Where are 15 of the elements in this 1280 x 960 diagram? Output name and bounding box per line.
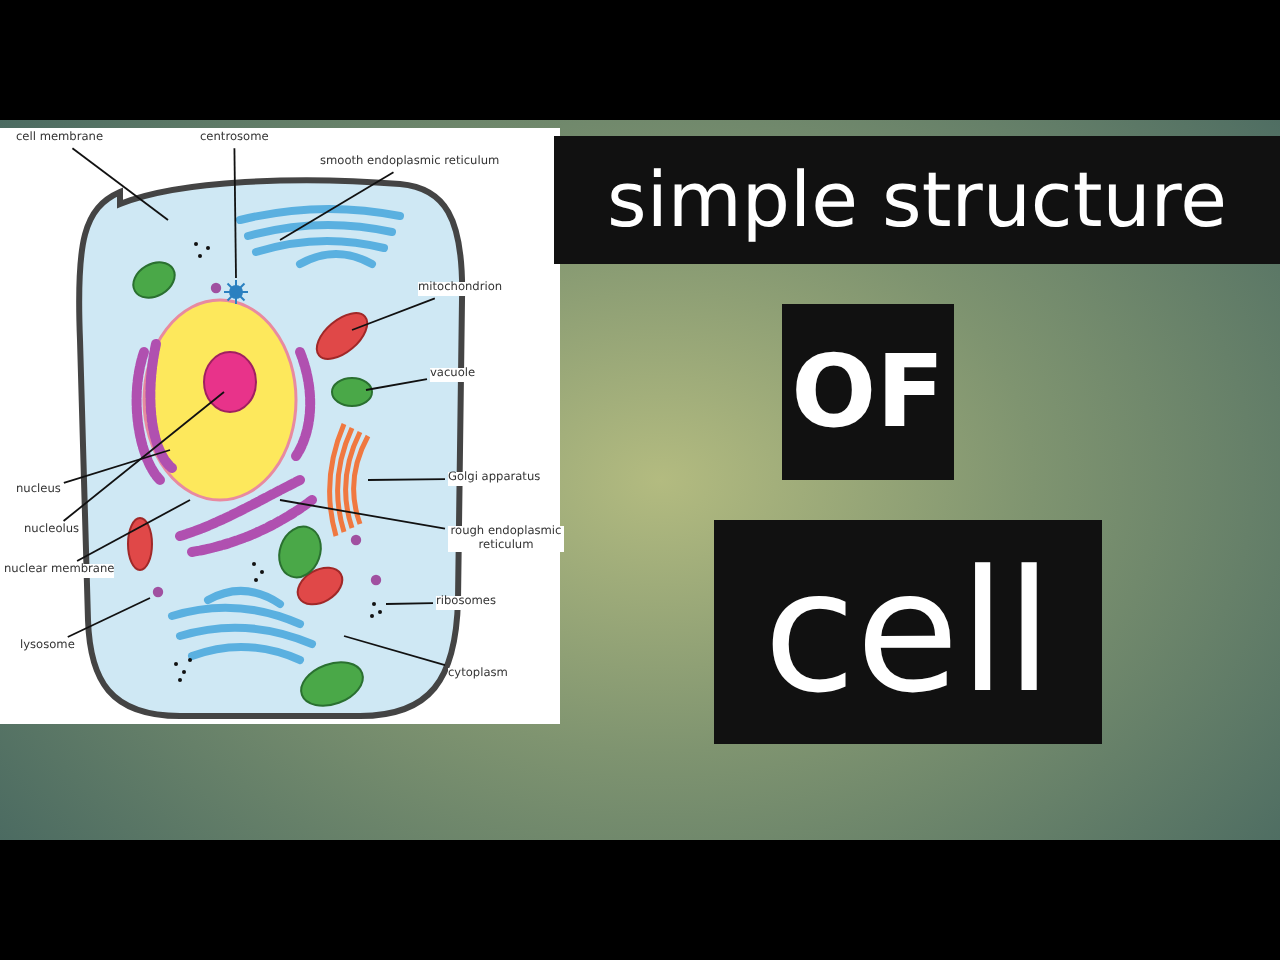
leader-line xyxy=(62,391,225,522)
title-text-box: simple structure xyxy=(554,136,1280,264)
leader-line xyxy=(279,499,446,530)
leader-line xyxy=(351,297,436,331)
leader-line xyxy=(71,147,169,221)
title-text-box: OF xyxy=(782,304,954,480)
leader-line xyxy=(233,147,237,279)
leader-line xyxy=(279,171,395,241)
leader-line xyxy=(343,635,446,667)
title-text-box: cell xyxy=(714,520,1102,744)
leader-line xyxy=(62,449,171,484)
leader-line xyxy=(76,499,191,562)
leader-line xyxy=(365,378,428,391)
leader-line xyxy=(367,478,446,481)
leader-line xyxy=(385,602,434,605)
